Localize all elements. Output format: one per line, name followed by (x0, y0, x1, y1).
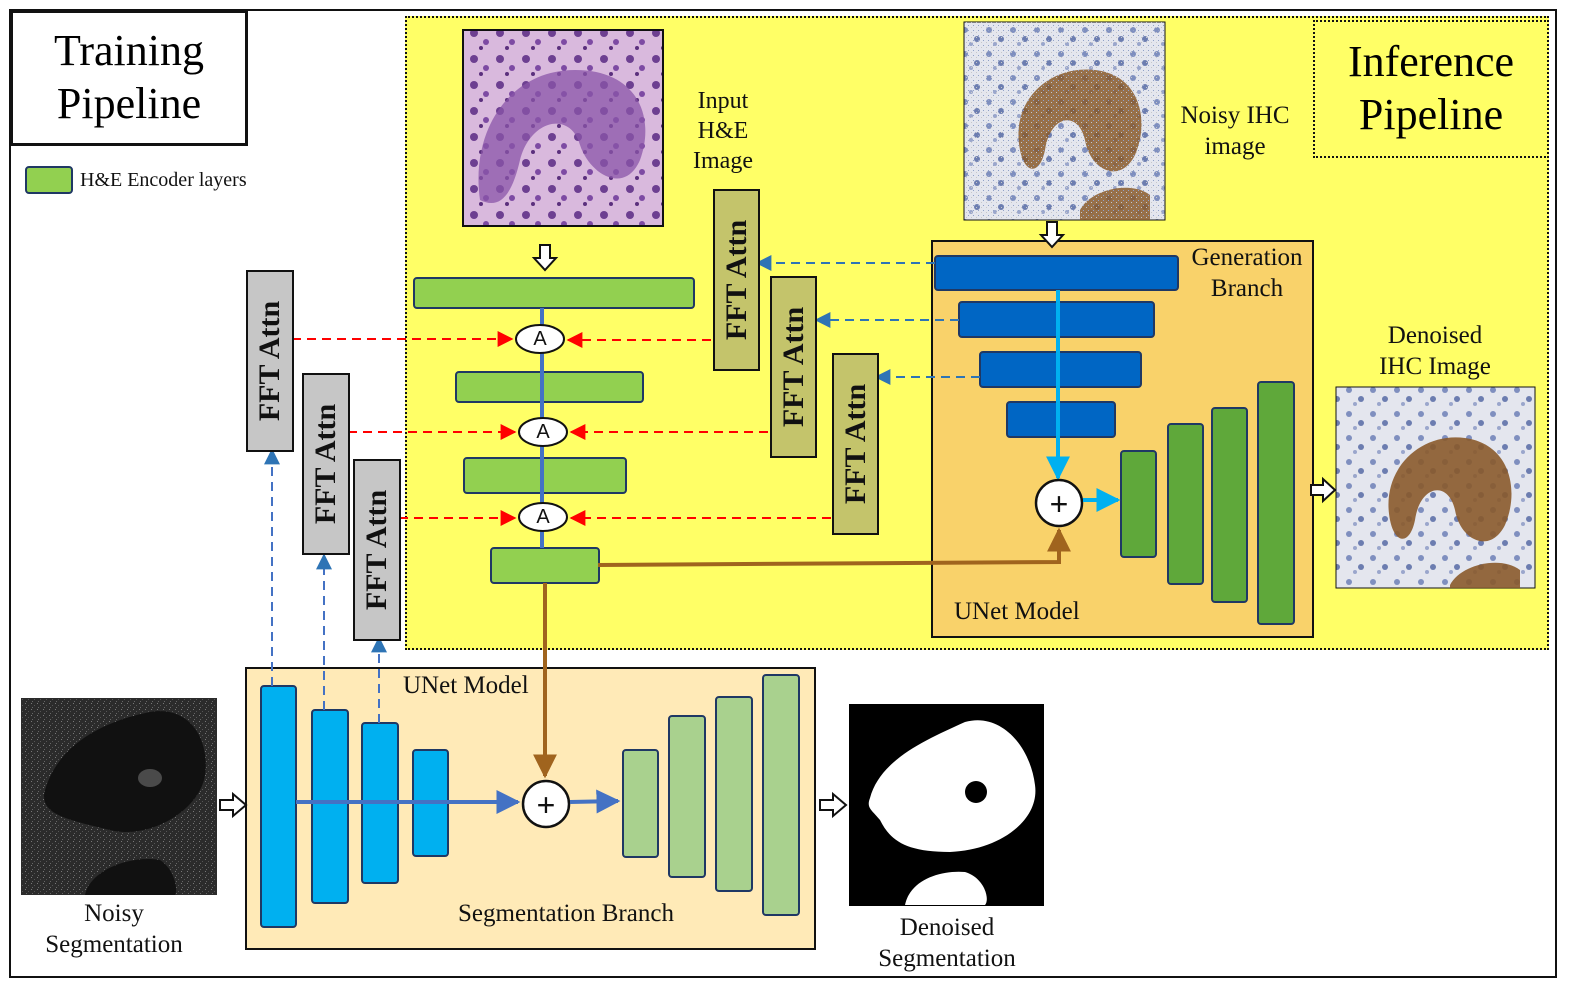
segmentation-plus-label: + (536, 787, 556, 823)
training-title-text: Training Pipeline (54, 26, 204, 128)
inference-pipeline-title: Inference Pipeline (1313, 20, 1549, 158)
fft-attn-infer-2: FFT Attn (770, 276, 817, 458)
generation-plus-label: + (1049, 486, 1069, 522)
noisy-segmentation-image (21, 698, 217, 895)
fft-attn-infer-1: FFT Attn (713, 189, 760, 371)
fft-attn-infer-3: FFT Attn (832, 353, 879, 535)
red-dashed-arrows (292, 331, 831, 526)
denoised-segmentation-label: Denoised Segmentation (878, 914, 1016, 973)
training-pipeline-title: Training Pipeline (10, 10, 248, 146)
segmentation-encoder (260, 685, 449, 928)
segmentation-decoder (622, 674, 800, 916)
attention-nodes (515, 324, 568, 532)
fft-attn-label: FFT Attn (776, 306, 810, 428)
input-he-image (462, 29, 664, 227)
noisy-segmentation-label: Noisy Segmentation (45, 900, 183, 959)
noisy-ihc-image (963, 21, 1166, 221)
unet-model-top-label: UNet Model (954, 598, 1080, 625)
fft-attn-label: FFT Attn (719, 219, 753, 341)
denoised-ihc-label: Denoised IHC Image (1379, 322, 1491, 381)
generation-decoder (1120, 381, 1295, 625)
fft-attn-train-1: FFT Attn (246, 270, 294, 452)
hollow-arrows (219, 221, 1337, 819)
fft-attn-label: FFT Attn (253, 300, 286, 422)
denoised-ihc-image (1335, 386, 1536, 589)
brown-connections (533, 527, 1071, 779)
fft-attn-train-2: FFT Attn (302, 373, 350, 555)
outer-frame (9, 9, 1557, 978)
fft-attn-label: FFT Attn (309, 403, 342, 525)
generation-encoder (934, 255, 1179, 438)
noisy-ihc-label: Noisy IHC image (1180, 102, 1290, 161)
fft-attn-train-3: FFT Attn (353, 459, 401, 641)
legend-label: H&E Encoder layers (80, 169, 247, 191)
input-he-label: Input H&E Image (693, 88, 753, 174)
he-encoder-layers (413, 277, 695, 584)
fft-attn-label: FFT Attn (838, 383, 872, 505)
fft-attn-label: FFT Attn (360, 489, 393, 611)
generation-branch-label: Generation Branch (1191, 244, 1303, 303)
attention-node-3-label: A (536, 506, 550, 528)
unet-model-bottom-label: UNet Model (403, 672, 529, 699)
segmentation-branch-label: Segmentation Branch (458, 900, 674, 927)
attention-node-2-label: A (536, 421, 550, 443)
legend-swatch (25, 166, 73, 194)
attention-node-1-label: A (533, 328, 547, 350)
inference-title-text: Inference Pipeline (1347, 37, 1515, 139)
blue-dashed-arrows (264, 255, 980, 723)
denoised-segmentation-image (849, 704, 1044, 906)
